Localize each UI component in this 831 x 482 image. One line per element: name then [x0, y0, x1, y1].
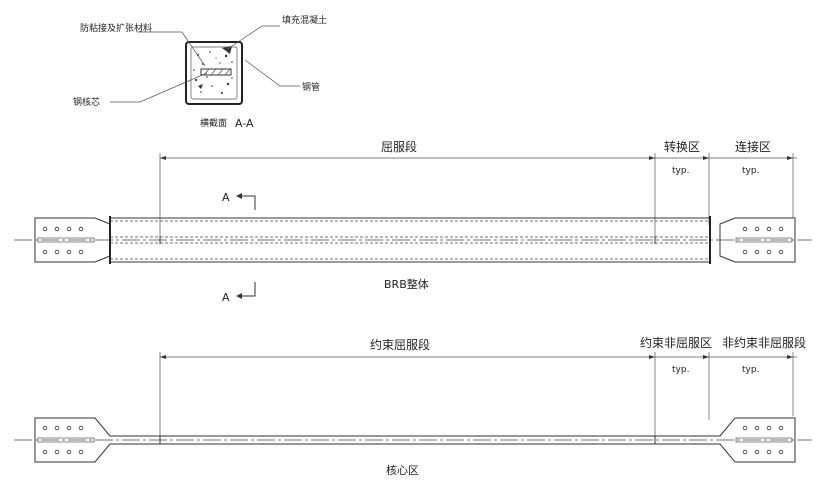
label-core: 钢核芯	[73, 96, 100, 108]
caption-brb: BRB整体	[384, 277, 429, 291]
arrow-2	[649, 156, 655, 160]
caption-core: 核心区	[386, 463, 419, 477]
core-bolt-holes-left	[37, 425, 95, 455]
typ-1: typ.	[672, 166, 689, 176]
leader-antibond	[137, 31, 206, 67]
typ-2: typ.	[742, 166, 759, 176]
arrow-b2	[649, 355, 655, 359]
section-arrowhead-top	[236, 193, 242, 199]
core-plate	[34, 417, 796, 463]
core-bolt-holes-right	[735, 425, 793, 455]
arrow-3	[703, 156, 709, 160]
section-arrow-bottom	[238, 282, 256, 297]
bolt-holes-left	[37, 226, 95, 255]
zone-unrestrained-nonyield: 非约束非屈服段	[722, 335, 806, 350]
typ-b1: typ.	[672, 365, 689, 375]
zone-connection: 连接区	[735, 139, 771, 154]
arrow-b4	[787, 355, 793, 359]
right-end-plate	[719, 217, 796, 263]
core-view: 约束屈服段 约束非屈服区 非约束非屈服段 typ. typ. 核心区	[14, 335, 812, 477]
section-arrow-top	[238, 195, 256, 210]
core-hatch-2	[210, 68, 217, 76]
arrow-b1	[160, 355, 166, 359]
leader-tube	[244, 59, 300, 87]
arrow-1	[160, 156, 166, 160]
caption-section: A-A	[235, 117, 254, 130]
label-concrete: 填充混凝土	[282, 14, 327, 26]
core-hatch-3	[217, 68, 224, 76]
steel-tube-inner	[190, 46, 238, 100]
zone-restrained-nonyield: 约束非屈服区	[640, 335, 712, 350]
typ-b2: typ.	[742, 365, 759, 375]
concrete-fill	[193, 46, 233, 94]
steel-tube-outer	[185, 41, 243, 105]
zone-transition: 转换区	[664, 139, 700, 154]
cross-section: 防粘接及扩张材料 填充混凝土 钢管 钢核芯 横截面 A-A	[73, 14, 327, 130]
leader-concrete	[225, 25, 280, 51]
arrow-4	[787, 156, 793, 160]
section-arrowhead-bottom	[236, 293, 242, 299]
core-hatch-4	[224, 68, 231, 76]
section-mark-top: A	[222, 191, 230, 204]
steel-core	[200, 68, 232, 76]
caption-prefix: 横截面	[200, 117, 227, 129]
zone-restrained-yield: 约束屈服段	[370, 337, 430, 352]
leader-core	[110, 72, 208, 103]
label-antibond: 防粘接及扩张材料	[80, 22, 152, 34]
section-mark-bottom: A	[222, 291, 230, 304]
label-tube: 钢管	[302, 81, 320, 93]
bolt-holes-right	[735, 226, 793, 255]
zone-yield: 屈服段	[381, 139, 417, 154]
arrow-b3	[703, 355, 709, 359]
brb-view: 屈服段 转换区 连接区 typ. typ.	[14, 139, 812, 304]
